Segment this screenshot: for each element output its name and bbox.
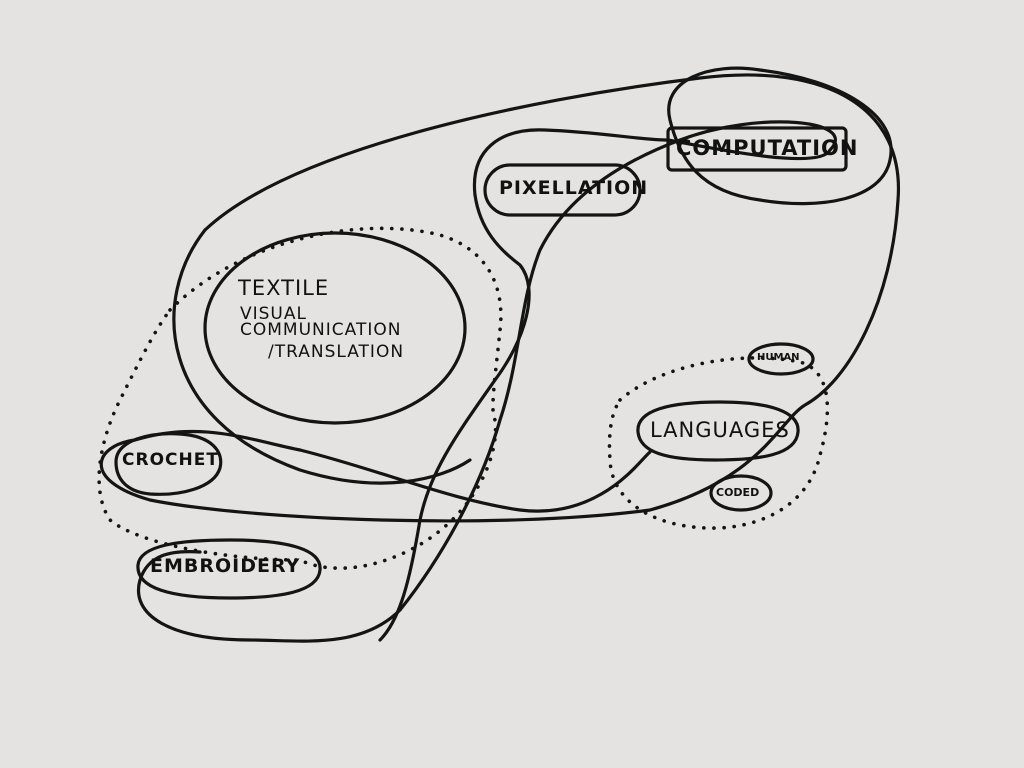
pixellation-loop <box>136 120 837 643</box>
computation-circle <box>667 66 893 206</box>
connector-line <box>298 448 652 513</box>
label-crochet: CROCHET <box>122 450 219 470</box>
label-communication: COMMUNICATION <box>240 320 402 340</box>
coded-pill <box>709 474 773 512</box>
embroidery-pill <box>136 538 322 600</box>
languages-pill <box>636 400 800 462</box>
label-languages: LANGUAGES <box>650 418 790 442</box>
textile-circle <box>203 231 467 425</box>
label-embroidery: EMBROIDERY <box>150 555 301 577</box>
label-computation: COMPUTATION <box>676 136 859 160</box>
label-human: HUMAN <box>757 352 800 363</box>
human-pill <box>747 342 815 376</box>
label-translation: /TRANSLATION <box>268 342 405 362</box>
outer-loop <box>99 73 901 523</box>
dotted-loop-textile <box>97 226 503 570</box>
computation-box <box>666 126 848 172</box>
crochet-pill <box>114 432 223 496</box>
pixellation-pill <box>483 163 642 217</box>
label-pixellation: PIXELLATION <box>499 177 649 199</box>
label-textile: TEXTILE <box>238 276 330 300</box>
label-coded: CODED <box>716 486 760 499</box>
label-visual: VISUAL <box>240 304 307 324</box>
dotted-loop-languages <box>607 356 830 530</box>
